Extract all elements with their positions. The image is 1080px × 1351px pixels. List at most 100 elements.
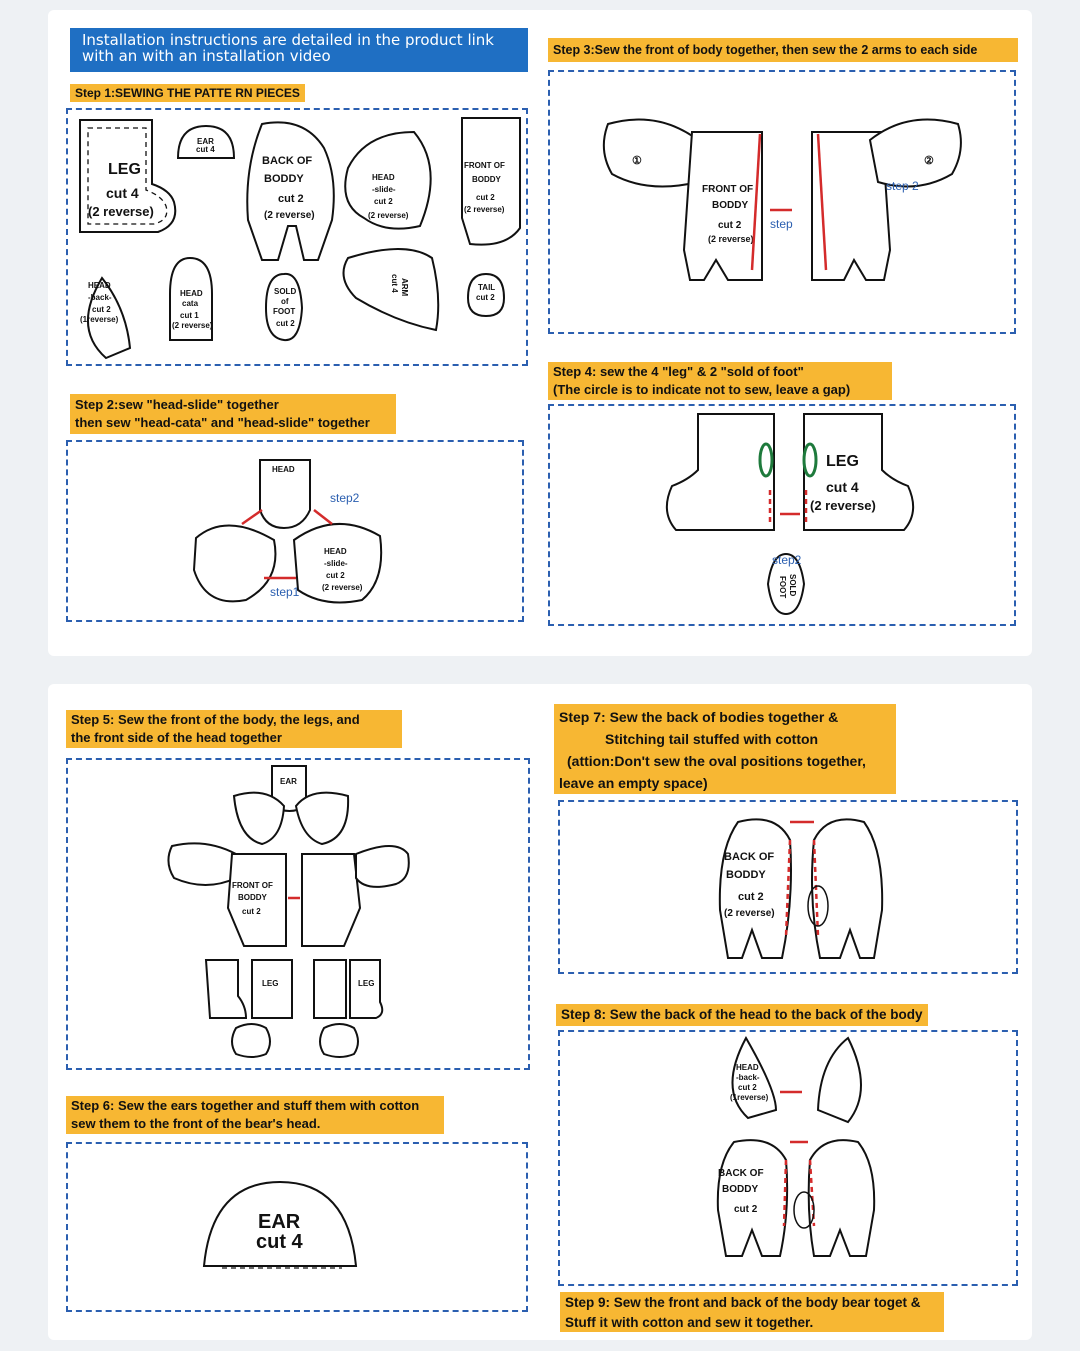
s3-rev: (2 reverse) xyxy=(708,234,754,244)
s5-leg2: LEG xyxy=(358,979,374,988)
s5-boddy: BODDY xyxy=(238,893,268,902)
header-line1: Installation instructions are detailed i… xyxy=(82,31,494,49)
sole-title: SOLD xyxy=(274,287,296,296)
s4-cut: cut 4 xyxy=(826,479,859,495)
step9-label-line1: Step 9: Sew the front and back of the bo… xyxy=(565,1295,921,1310)
step4-frame xyxy=(548,404,1016,626)
step4-label-line2: (The circle is to indicate not to sew, l… xyxy=(553,382,851,397)
s2-step1: step1 xyxy=(270,585,300,599)
step7-label-line1: Step 7: Sew the back of bodies together … xyxy=(559,709,839,725)
s7-cut: cut 2 xyxy=(738,891,764,903)
cata-sub: cata xyxy=(182,299,199,308)
s7-rev: (2 reverse) xyxy=(724,908,775,919)
step7-label-line2: Stitching tail stuffed with cotton xyxy=(605,731,819,747)
ear-cut: cut 4 xyxy=(196,145,215,154)
sole-cut: cut 2 xyxy=(276,319,295,328)
s8-head: HEAD xyxy=(736,1063,759,1072)
step5-frame xyxy=(66,758,530,1070)
s7-back: BACK OF xyxy=(724,851,774,863)
front-body-piece: FRONT OF BODDY cut 2 (2 reverse) xyxy=(461,117,521,246)
step3-label: Step 3:Sew the front of body together, t… xyxy=(548,38,1018,62)
headback-title: HEAD xyxy=(88,281,111,290)
step6-label-line2: sew them to the front of the bear's head… xyxy=(71,1116,321,1131)
sole-of: of xyxy=(281,297,289,306)
step9-label-line2: Stuff it with cotton and sew it together… xyxy=(565,1315,814,1330)
step8-label: Step 8: Sew the back of the head to the … xyxy=(556,1004,928,1026)
headback-rev: (1reverse) xyxy=(80,315,119,324)
s4-rev: (2 reverse) xyxy=(810,498,876,513)
step9-label: Step 9: Sew the front and back of the bo… xyxy=(560,1292,944,1332)
back-title: BACK OF xyxy=(262,155,312,167)
leg-rev: (2 reverse) xyxy=(88,204,154,219)
sole-foot: FOOT xyxy=(273,307,295,316)
step7-label-line4: leave an empty space) xyxy=(559,775,708,791)
s8-backbody: BACK OF xyxy=(718,1168,764,1179)
s2-step2: step2 xyxy=(330,491,360,505)
step2-frame xyxy=(66,440,524,622)
head-back-piece: HEAD -back- cut 2 (1reverse) xyxy=(80,276,132,360)
s3-step: step xyxy=(770,217,793,231)
s8-back: -back- xyxy=(736,1073,760,1082)
s5-leg1: LEG xyxy=(262,979,278,988)
s5-ear: EAR xyxy=(280,777,297,786)
s3-cut: cut 2 xyxy=(718,220,742,231)
s3-front: FRONT OF xyxy=(702,184,753,195)
header-line2: with an with an installation video xyxy=(82,47,331,65)
back-body-piece: BACK OF BODDY cut 2 (2 reverse) xyxy=(246,121,335,261)
tail-cut: cut 2 xyxy=(476,293,495,302)
s2-slide-cut: cut 2 xyxy=(326,571,345,580)
s5-front: FRONT OF xyxy=(232,881,273,890)
front-title: FRONT OF xyxy=(464,161,505,170)
s4-sold: SOLD xyxy=(788,574,797,596)
step4-diagram: LEG cut 4 (2 reverse) SOLD FOOT step2 xyxy=(665,413,915,616)
headback-sub: -back- xyxy=(88,293,112,302)
s8-rev: (1reverse) xyxy=(730,1093,769,1102)
step7-frame xyxy=(558,800,1018,974)
front-rev: (2 reverse) xyxy=(464,205,505,214)
leg-title: LEG xyxy=(108,161,141,178)
step7-label-line3: (attion:Don't sew the oval positions tog… xyxy=(567,753,866,769)
s8-bcut: cut 2 xyxy=(734,1204,758,1215)
s4-leg: LEG xyxy=(826,453,859,470)
s4-foot: FOOT xyxy=(778,576,787,598)
s3-num1: ① xyxy=(632,155,642,167)
slide-rev: (2 reverse) xyxy=(368,211,409,220)
step6-label: Step 6: Sew the ears together and stuff … xyxy=(66,1096,444,1134)
s3-step2: step 2 xyxy=(886,179,919,193)
step1-pattern-pieces: LEG cut 4 (2 reverse) EAR cut 4 BACK OF … xyxy=(79,117,521,360)
tail-piece: TAIL cut 2 xyxy=(466,272,506,318)
cata-cut: cut 1 xyxy=(180,311,199,320)
leg-cut: cut 4 xyxy=(106,185,139,201)
step7-label: Step 7: Sew the back of bodies together … xyxy=(554,704,896,794)
step4-label: Step 4: sew the 4 "leg" & 2 "sold of foo… xyxy=(548,362,892,400)
step6-diagram: EAR cut 4 xyxy=(202,1180,358,1269)
s4-step2: step2 xyxy=(772,553,802,567)
s2-slide-sub: -slide- xyxy=(324,559,348,568)
step8-frame xyxy=(558,1030,1018,1286)
s6-cut: cut 4 xyxy=(256,1231,304,1253)
s2-slide-rev: (2 reverse) xyxy=(322,583,363,592)
step2-label-line2: then sew "head-cata" and "head-slide" to… xyxy=(75,415,370,430)
front-cut: cut 2 xyxy=(476,193,495,202)
step2-label: Step 2:sew "head-slide" together then se… xyxy=(70,394,396,434)
step8-diagram: HEAD -back- cut 2 (1reverse) BACK OF BOD… xyxy=(716,1035,876,1257)
head-slide-piece: HEAD -slide- cut 2 (2 reverse) xyxy=(344,130,432,230)
slide-title: HEAD xyxy=(372,173,395,182)
step1-frame xyxy=(66,108,528,366)
step5-label: Step 5: Sew the front of the body, the l… xyxy=(66,710,402,748)
header-banner: Installation instructions are detailed i… xyxy=(70,28,528,72)
arm-piece: ARM cut 4 xyxy=(342,248,440,332)
sole-foot-piece: SOLD of FOOT cut 2 xyxy=(264,272,304,342)
headback-cut: cut 2 xyxy=(92,305,111,314)
step1-label: Step 1:SEWING THE PATTE RN PIECES xyxy=(70,84,305,102)
front-boddy: BODDY xyxy=(472,175,502,184)
back-cut: cut 2 xyxy=(278,193,304,205)
s2-slide-title: HEAD xyxy=(324,547,347,556)
step2-label-line1: Step 2:sew "head-slide" together xyxy=(75,397,279,412)
head-cata-piece: HEAD cata cut 1 (2 reverse) xyxy=(169,256,213,341)
cata-title: HEAD xyxy=(180,289,203,298)
cata-rev: (2 reverse) xyxy=(172,321,213,330)
back-rev: (2 reverse) xyxy=(264,210,315,221)
step3-diagram: ① FRONT OF BODDY cut 2 (2 reverse) step … xyxy=(602,118,962,281)
s3-num2: ② xyxy=(924,155,934,167)
